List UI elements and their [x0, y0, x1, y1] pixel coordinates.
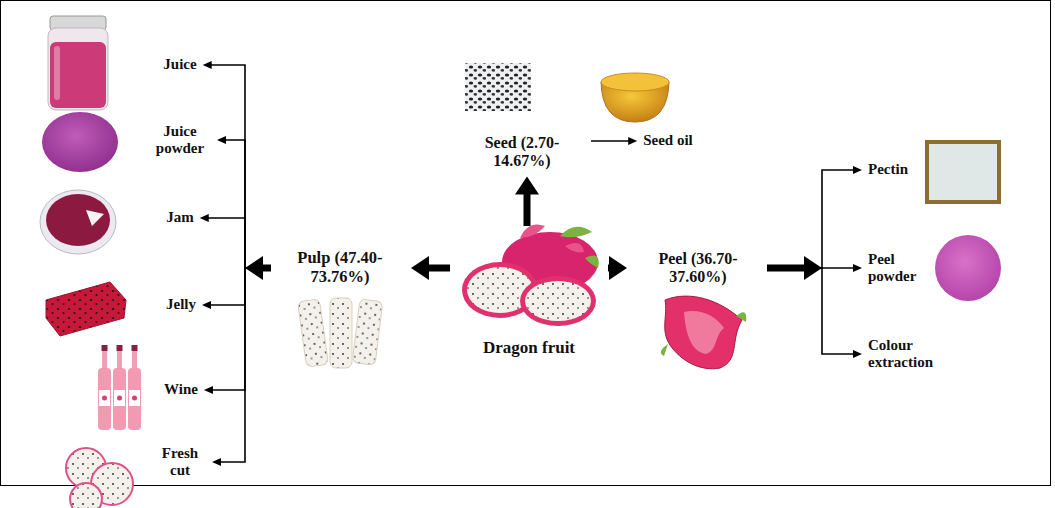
flow-connector: [411, 256, 450, 280]
product-node: Pectin: [866, 159, 910, 180]
connector-line: [219, 268, 271, 462]
node-text: Pulp (47.40-73.76%): [275, 249, 405, 287]
node-text: Jelly: [166, 296, 196, 313]
trunk-arrow: [245, 256, 271, 280]
connector-line: [211, 268, 271, 390]
connector-line: [425, 265, 450, 272]
pulp-chunks: [298, 298, 383, 368]
product-node: Jam: [164, 207, 196, 228]
node-text: Seed (2.70-14.67%): [457, 134, 587, 171]
pectin-picture: [925, 140, 1001, 204]
flow-connector: [203, 61, 271, 268]
product-node: Jelly: [164, 294, 198, 315]
node-text: Dragon fruit: [454, 338, 604, 358]
dragon-fruit-picture: [462, 225, 599, 327]
arrow-head: [515, 176, 539, 194]
flow-connector: [767, 268, 862, 358]
trunk-arrow: [767, 256, 822, 280]
node-text: Pectin: [868, 161, 908, 178]
arrow-head: [853, 350, 862, 358]
jelly-slab: [46, 282, 126, 336]
product-node: Juice powder: [147, 121, 213, 160]
product-node: Colour extraction: [866, 335, 952, 374]
product-node: Peel powder: [866, 249, 932, 288]
arrow-head: [203, 61, 212, 69]
node-text: Juice powder: [149, 123, 211, 158]
arrow-head: [609, 256, 627, 280]
connector-line: [767, 170, 855, 268]
node-text: Jam: [166, 209, 194, 226]
product-node: Juice: [161, 54, 198, 75]
arrow-head: [217, 136, 226, 144]
node-text: Peel powder: [868, 251, 930, 286]
flow-connector: [608, 256, 627, 280]
product-node: Wine: [162, 379, 200, 400]
node-text: Seed oil: [643, 132, 693, 149]
arrow-head: [200, 214, 209, 222]
connector-line: [767, 268, 855, 354]
flow-connector: [591, 137, 637, 145]
flow-connector: [212, 268, 271, 466]
arrow-head: [202, 301, 211, 309]
product-node: Seed oil: [641, 130, 695, 151]
arrow-head: [628, 137, 637, 145]
peel-powder-pile: [935, 235, 1001, 301]
arrow-head: [204, 386, 213, 394]
flow-connector: [515, 176, 539, 226]
connector-line: [224, 140, 271, 268]
arrow-head: [853, 264, 862, 272]
node-text: Wine: [164, 381, 198, 398]
connector-line: [524, 191, 531, 226]
fruit-part-node: Pulp (47.40-73.76%): [273, 247, 407, 289]
seed-oil-bowl: [601, 73, 669, 122]
juice-powder-pile: [42, 112, 118, 172]
flow-connector: [217, 136, 271, 268]
fresh-cut-slices: [66, 448, 133, 508]
arrow-head: [245, 256, 263, 280]
jam-bowl: [40, 190, 116, 254]
juice-jar: [48, 16, 108, 110]
connector-line: [210, 65, 271, 268]
fruit-part-node: Peel (36.70-37.60%): [631, 248, 765, 289]
fruit-part-node: Seed (2.70-14.67%): [455, 132, 589, 173]
node-text: Fresh cut: [154, 445, 206, 480]
node-text: Colour extraction: [868, 337, 950, 372]
flow-connector: [767, 166, 862, 268]
connector-line: [591, 140, 630, 142]
arrow-head: [853, 166, 862, 174]
wine-bottles: [98, 345, 141, 430]
flow-connector: [204, 268, 271, 394]
seed-pile: [465, 63, 531, 111]
fruit-node: Dragon fruit: [452, 228, 606, 360]
peel-picture: [661, 296, 746, 369]
trunk-line: [767, 265, 808, 272]
arrow-head: [411, 256, 429, 280]
node-text: Peel (36.70-37.60%): [633, 250, 763, 287]
figure-frame: [1, 1, 1051, 486]
arrow-head: [212, 458, 221, 466]
arrow-head: [804, 256, 822, 280]
product-node: Fresh cut: [152, 443, 208, 482]
node-text: Juice: [163, 56, 196, 73]
